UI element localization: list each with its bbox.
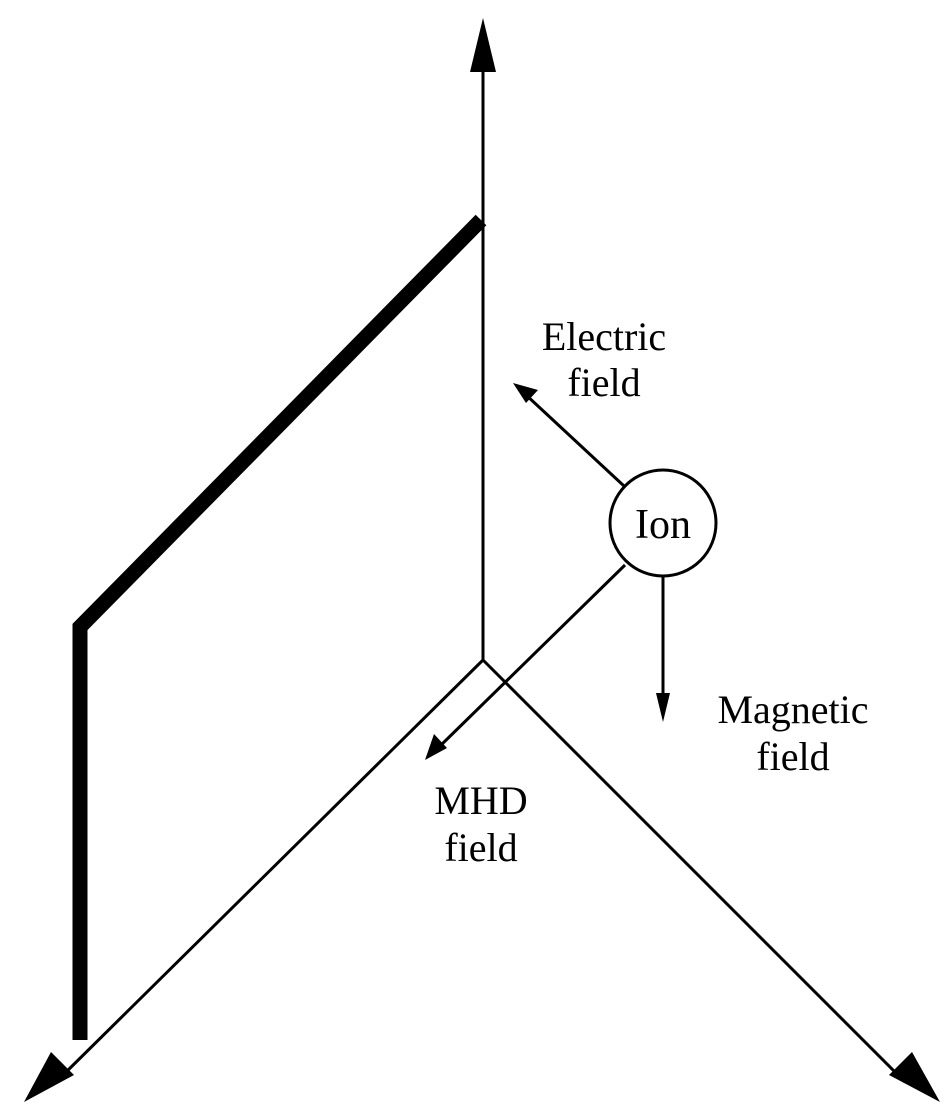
axis-left-diagonal — [56, 658, 485, 1082]
axis-left-arrowhead — [24, 1052, 74, 1102]
axes — [56, 70, 907, 1084]
axis-right-diagonal — [481, 658, 907, 1084]
electric-field-label-line1: Electric — [542, 314, 666, 359]
electric-field-label-line2: field — [567, 360, 640, 405]
mhd-field-arrowhead — [425, 734, 447, 760]
magnetic-field-label-line2: field — [756, 734, 829, 779]
electric-field-arrowhead — [513, 383, 538, 403]
magnetic-field-label-line1: Magnetic — [717, 687, 868, 732]
mhd-field-label-line2: field — [444, 825, 517, 870]
mhd-field-label-line1: MHD — [434, 778, 527, 823]
electric-field-arrow-shaft — [523, 392, 626, 488]
axis-right-arrowhead — [889, 1052, 940, 1102]
mhd-field-arrow-shaft — [436, 563, 627, 750]
axis-vertical-arrowhead — [470, 18, 496, 72]
ion-label: Ion — [635, 502, 691, 548]
plane-outline — [72, 214, 487, 1040]
magnetic-field-arrowhead — [656, 693, 670, 722]
